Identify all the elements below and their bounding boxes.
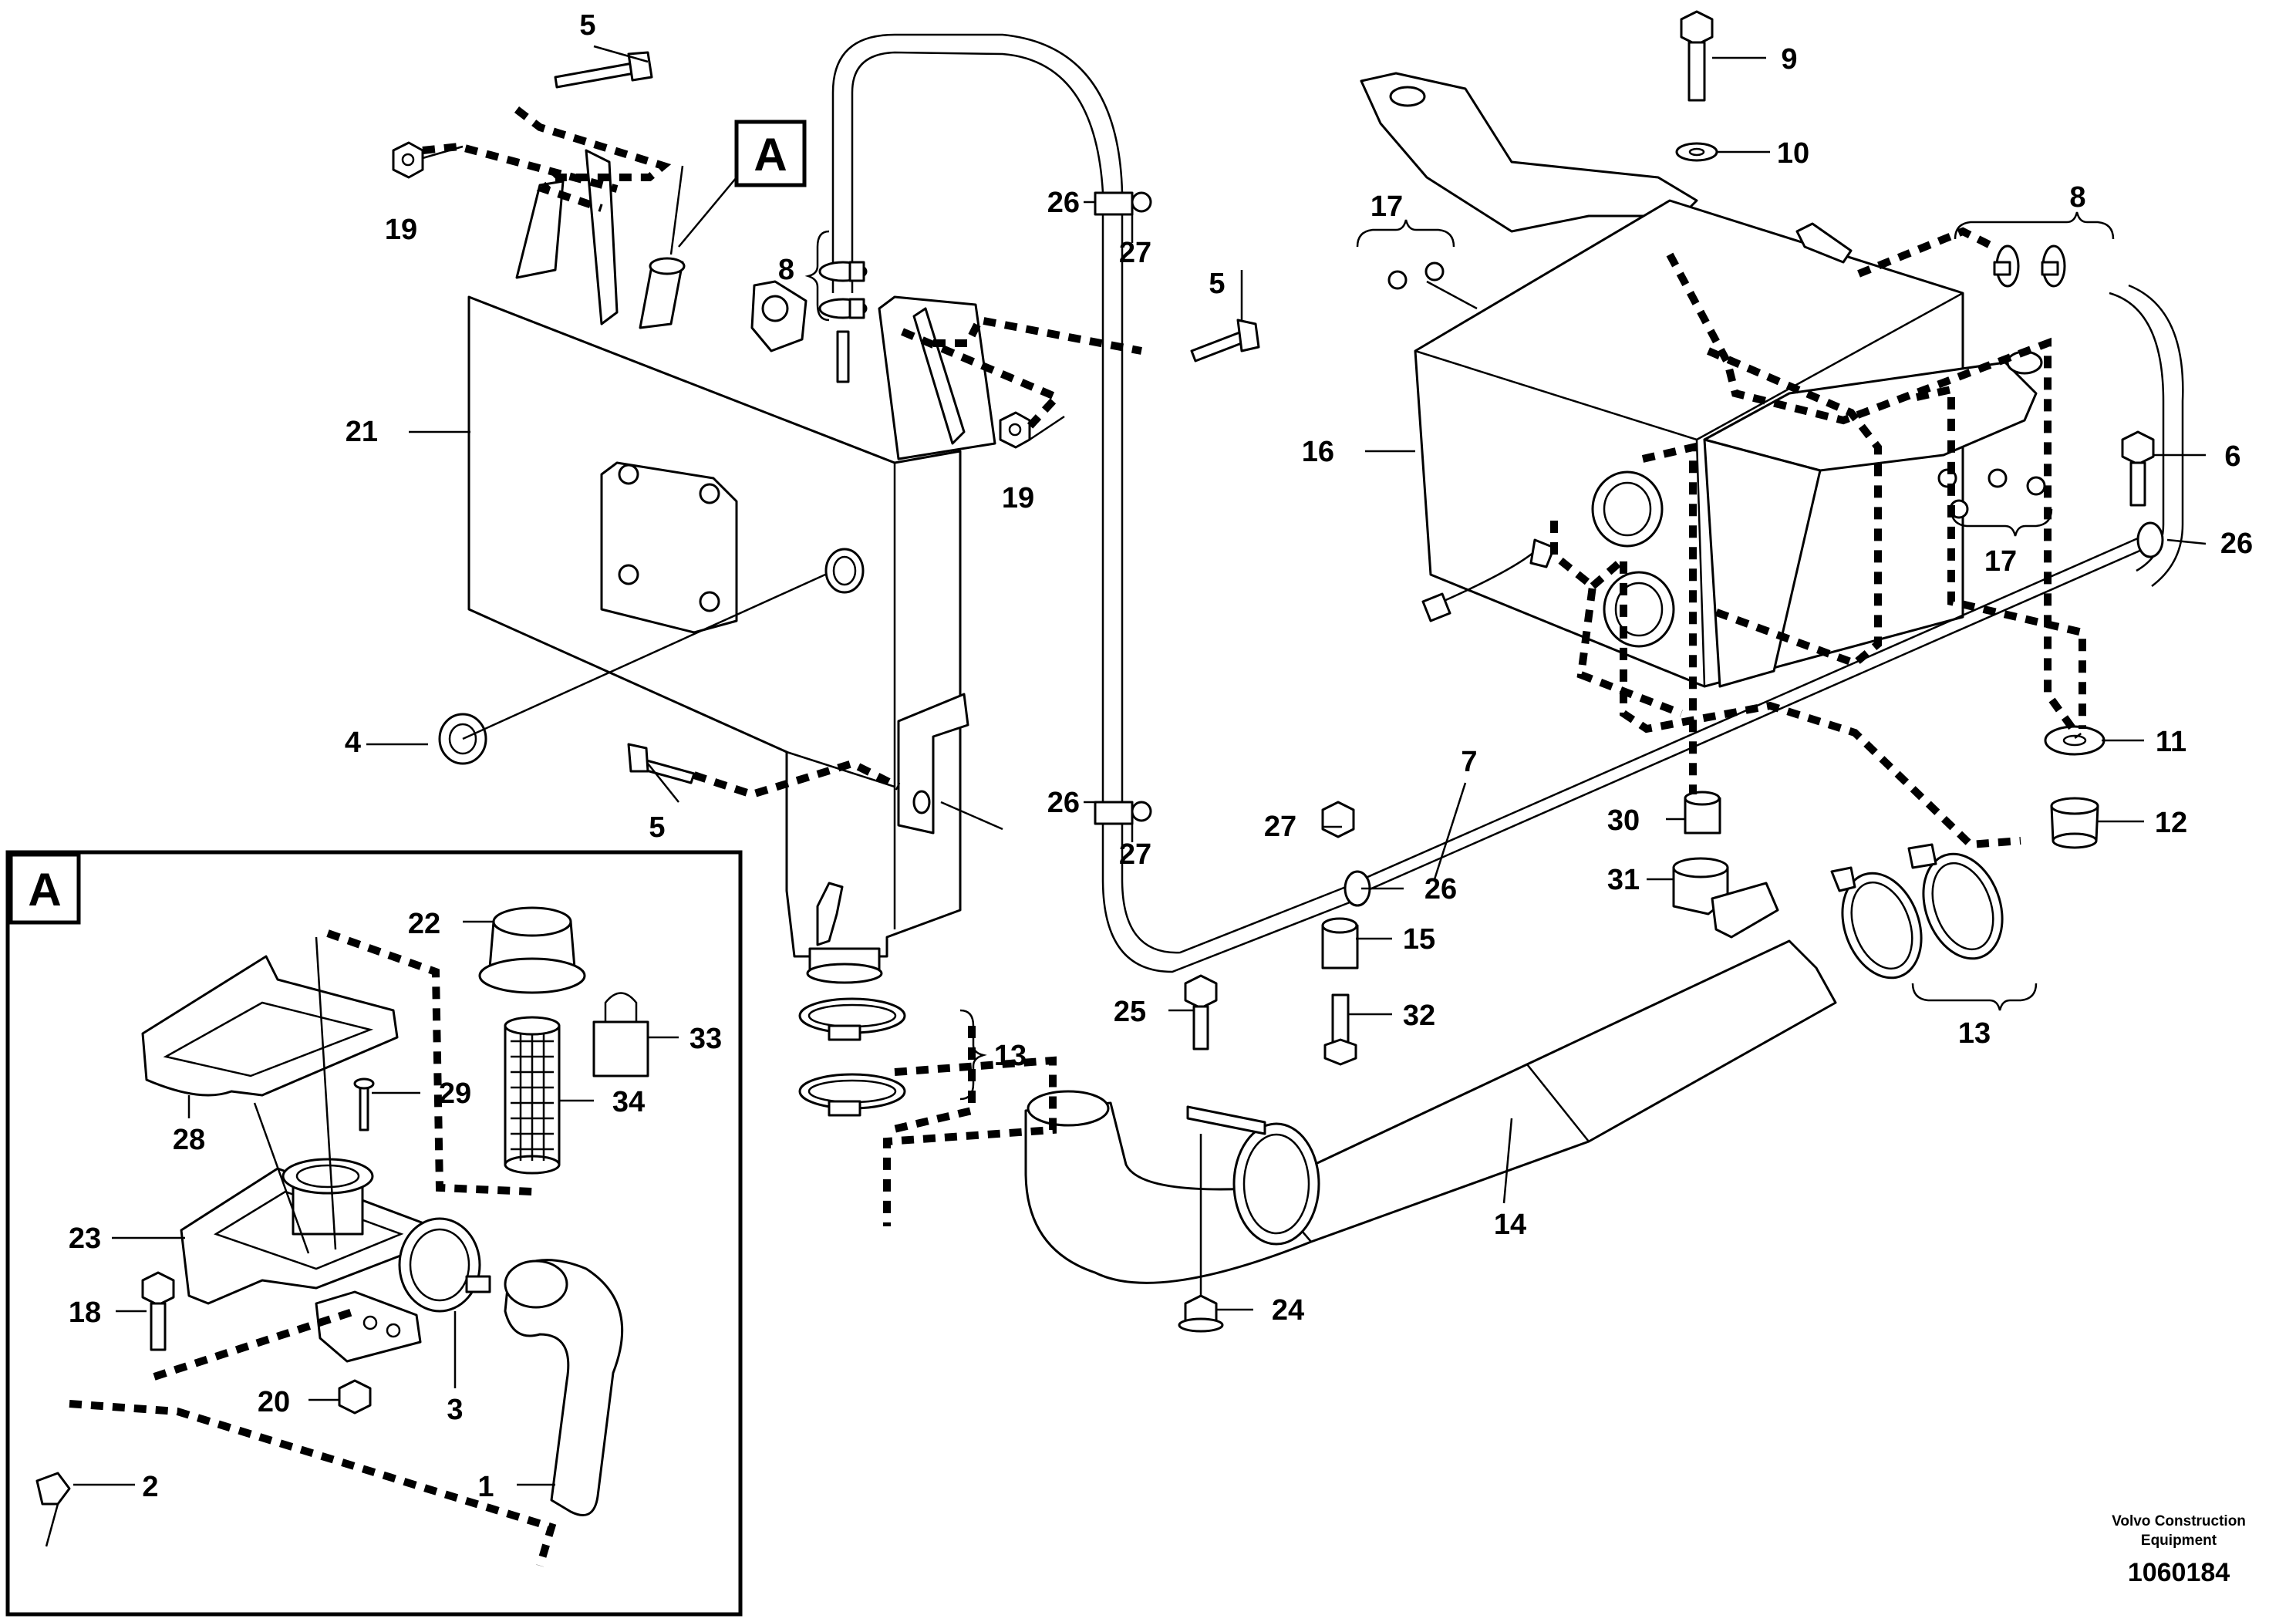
label-14: 14: [1494, 1209, 1526, 1241]
label-8-right: 8: [2069, 181, 2085, 214]
bolt-5-mid: [1190, 319, 1260, 363]
washer-10: [1675, 142, 1718, 162]
label-23: 23: [69, 1222, 101, 1255]
label-19-mid: 19: [1002, 482, 1034, 514]
detail-a-callout-text: A: [28, 864, 61, 916]
label-27-mid: 27: [1119, 838, 1151, 871]
bolt-32: [1323, 993, 1357, 1066]
heater-housing: [1360, 72, 2046, 688]
label-9: 9: [1781, 43, 1797, 76]
document-number: 1060184: [2128, 1558, 2230, 1587]
detail-a-frame: [5, 850, 743, 1617]
bolt-5-top: [554, 51, 653, 89]
label-8-left: 8: [778, 254, 794, 286]
label-15: 15: [1403, 923, 1435, 956]
tank-hose-clamps: [798, 997, 906, 1117]
label-5-top: 5: [579, 9, 595, 42]
label-2: 2: [142, 1471, 158, 1503]
label-32: 32: [1403, 1000, 1435, 1032]
label-18: 18: [69, 1297, 101, 1329]
nut-27-pipe: [1321, 801, 1355, 838]
detail-a-callout-box: [8, 852, 81, 925]
elbow-31: [1672, 857, 1779, 939]
label-1: 1: [477, 1471, 494, 1503]
label-33: 33: [689, 1023, 722, 1055]
spacer-11: [2044, 725, 2106, 756]
label-26-right: 26: [2220, 528, 2253, 560]
leader-lines: [73, 45, 2207, 1486]
nut-19-mid: [999, 411, 1031, 449]
spacer-15: [1321, 917, 1359, 969]
label-31: 31: [1607, 864, 1640, 896]
company-line-1: Volvo Construction: [2112, 1513, 2246, 1529]
label-19-top: 19: [385, 214, 417, 246]
label-30: 30: [1607, 804, 1640, 837]
label-7: 7: [1461, 746, 1477, 778]
label-6: 6: [2224, 440, 2240, 473]
label-24: 24: [1272, 1294, 1304, 1327]
label-4: 4: [345, 727, 361, 759]
label-12: 12: [2155, 807, 2187, 839]
label-26-top: 26: [1047, 187, 1080, 219]
label-34: 34: [612, 1086, 645, 1118]
main-a-callout-text: A: [754, 129, 787, 180]
label-25: 25: [1114, 996, 1146, 1028]
bolt-5-low: [627, 743, 696, 784]
label-21: 21: [346, 416, 378, 448]
label-16: 16: [1302, 436, 1334, 468]
callout-labels: 5 19 21 4 5 8 19 5 26 27 26 27 9 10 17 8…: [69, 9, 2253, 1503]
label-28: 28: [173, 1124, 205, 1156]
coolant-hose: [1024, 843, 2004, 1284]
brace-marks: [804, 211, 2115, 1101]
assembly-dash-lines: [69, 106, 2086, 1567]
label-3: 3: [447, 1394, 463, 1426]
label-17-top: 17: [1371, 191, 1403, 223]
bushing-12: [2050, 797, 2099, 849]
label-13-left: 13: [994, 1040, 1027, 1072]
label-17-right: 17: [1984, 545, 2017, 578]
label-26-mid: 26: [1047, 787, 1080, 819]
expansion-tank: [467, 149, 996, 984]
label-5-mid: 5: [1209, 268, 1225, 300]
label-27-top: 27: [1119, 237, 1151, 269]
label-5-low: 5: [649, 811, 665, 844]
label-22: 22: [408, 908, 440, 940]
main-a-callout-box: [734, 120, 807, 187]
label-11: 11: [2156, 726, 2186, 758]
label-27-pipe: 27: [1264, 811, 1296, 843]
bolt-9: [1680, 10, 1714, 102]
fitting-30: [1684, 791, 1721, 835]
bolt-25: [1184, 974, 1218, 1050]
label-26-pipe: 26: [1424, 873, 1457, 905]
detail-a-parts: [35, 906, 649, 1547]
label-10: 10: [1777, 137, 1809, 170]
label-13-right: 13: [1958, 1017, 1991, 1050]
vent-hose: [818, 33, 1350, 973]
label-20: 20: [258, 1386, 290, 1418]
nut-19-top: [392, 141, 424, 179]
bolt-6: [2121, 430, 2155, 507]
company-line-2: Equipment: [2141, 1533, 2217, 1549]
label-29: 29: [439, 1077, 471, 1110]
nut-24: [1178, 1294, 1224, 1333]
